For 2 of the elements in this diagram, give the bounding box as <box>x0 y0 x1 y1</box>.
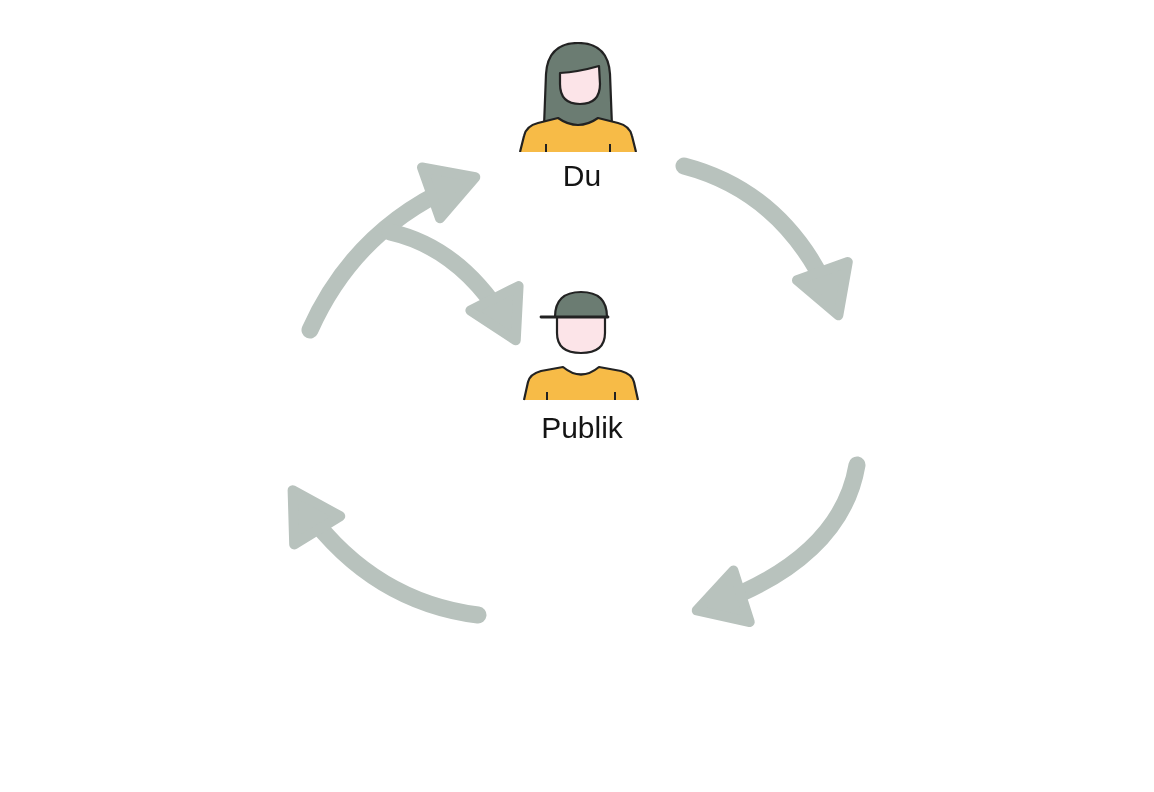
node-label: Publik <box>541 410 623 446</box>
node-label: Du <box>562 158 602 194</box>
